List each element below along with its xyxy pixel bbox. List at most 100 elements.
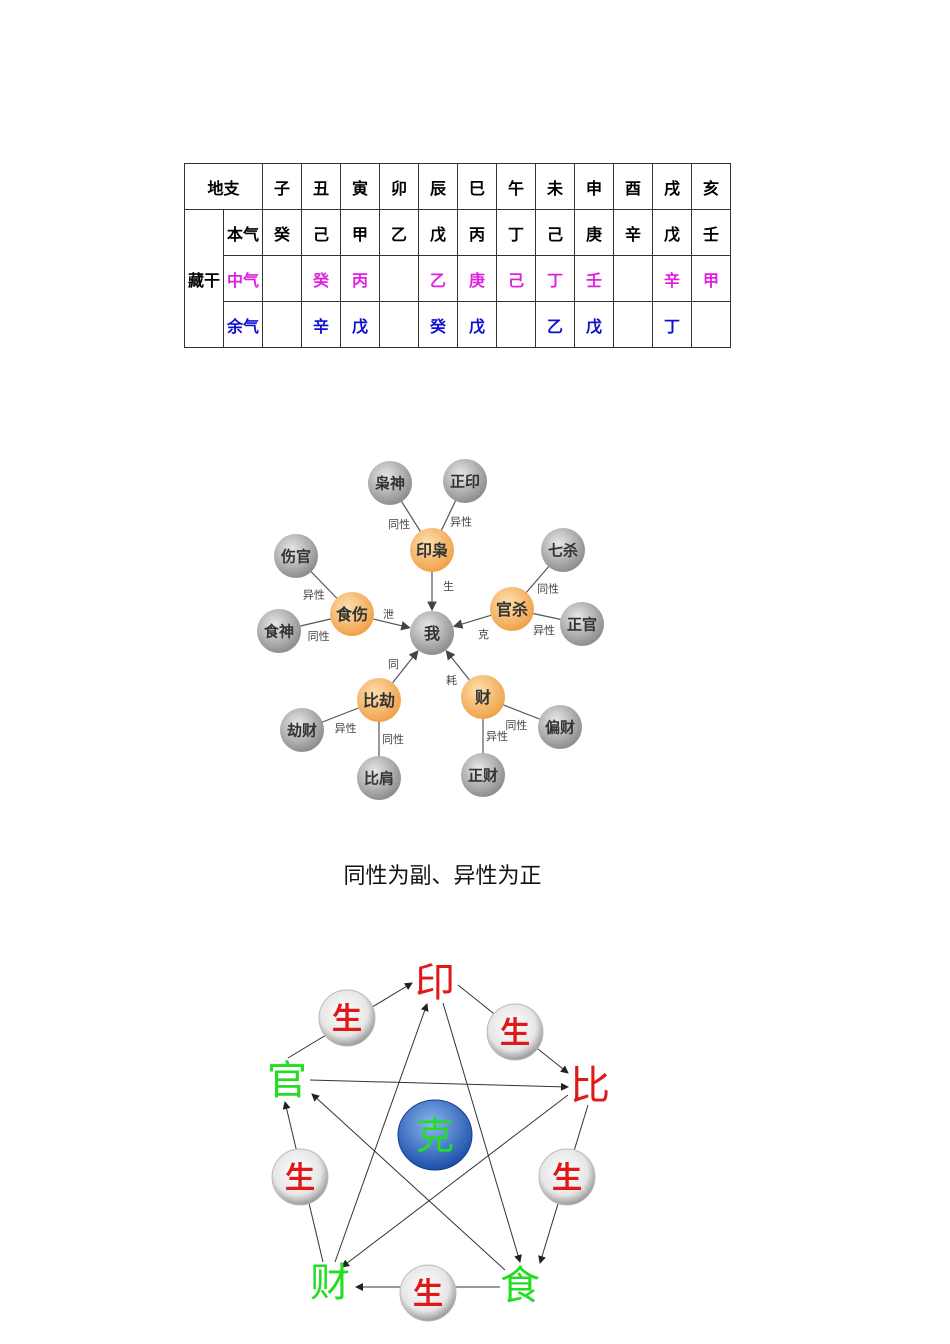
node-bi-label: 比劫: [363, 691, 395, 710]
arrow: [392, 650, 419, 684]
stem-cell: [691, 301, 731, 348]
node-piancai-label: 偏财: [545, 718, 575, 736]
arrow: [445, 650, 470, 681]
row-label: 中气: [223, 255, 263, 302]
edge-label: 同性: [537, 582, 559, 596]
ke-badge: 克: [397, 1099, 473, 1171]
stem-cell: 戊: [652, 209, 692, 256]
node-xiao-label: 枭神: [374, 474, 405, 492]
node-qisha: 七杀: [541, 528, 585, 572]
node-zhengguan: 正官: [560, 602, 604, 646]
arrow: [309, 1079, 569, 1091]
stem-cell: 丁: [535, 255, 575, 302]
table-row: 中气癸丙乙庚己丁壬辛甲: [185, 255, 731, 302]
branch-cell: 亥: [691, 163, 731, 210]
stem-cell: 癸: [262, 209, 302, 256]
stem-cell: 癸: [418, 301, 458, 348]
node-bijian: 比肩: [357, 756, 401, 800]
edge-label: 同性: [382, 732, 404, 746]
arrow: [452, 614, 492, 629]
stem-cell: 乙: [535, 301, 575, 348]
arrow: [334, 1003, 429, 1263]
node-zhengcai: 正财: [461, 753, 505, 797]
edge-label: 同性: [308, 629, 330, 643]
sheng-badge: 生: [271, 1148, 329, 1206]
edge-label: 同性: [388, 517, 410, 531]
stem-cell: 癸: [301, 255, 341, 302]
node-qisha-label: 七杀: [548, 541, 578, 559]
stem-cell: 丙: [457, 209, 497, 256]
node-piancai: 偏财: [538, 705, 582, 749]
header-label: 地支: [184, 163, 263, 210]
arrow: [442, 1002, 522, 1263]
node-cai-label: 财: [474, 688, 491, 707]
edge-label: 异性: [486, 729, 508, 743]
node-jiecai-label: 劫财: [287, 721, 317, 739]
edge-label: 同性: [505, 718, 527, 732]
node-bi: 比劫: [357, 678, 401, 722]
element-guan: 官: [267, 1058, 307, 1104]
stem-cell: 甲: [691, 255, 731, 302]
node-shi-label: 食伤: [335, 605, 368, 624]
branch-cell: 申: [574, 163, 614, 210]
node-shishen: 食神: [257, 609, 301, 653]
edge-label: 异性: [335, 721, 357, 735]
arrow: [341, 1094, 569, 1268]
edge-label: 异性: [303, 588, 325, 602]
node-yin-label: 印枭: [416, 541, 448, 560]
relation-label: 泄: [383, 608, 394, 621]
node-zhengyin-label: 正印: [450, 472, 480, 490]
stem-cell: [379, 301, 419, 348]
node-bijian-label: 比肩: [364, 769, 394, 787]
caption: 同性为副、异性为正: [343, 864, 542, 889]
arrow: [373, 618, 411, 631]
sheng-badge: 生: [318, 989, 376, 1047]
node-yin: 印枭: [410, 528, 454, 572]
stem-cell: 戊: [340, 301, 380, 348]
table-row: 藏干本气癸己甲乙戊丙丁己庚辛戊壬: [184, 209, 731, 348]
node-cai: 财: [461, 675, 505, 719]
table-header-row: 地支 子 丑 寅 卯 辰 巳 午 未 申 酉 戌 亥: [184, 163, 731, 210]
node-me: 我: [410, 611, 454, 655]
sheng-badge: 生: [399, 1264, 457, 1322]
branch-cell: 午: [496, 163, 536, 210]
node-shishen-label: 食神: [264, 622, 294, 640]
node-guan-label: 官杀: [496, 600, 528, 619]
relation-label: 耗: [446, 674, 457, 687]
node-xiao: 枭神: [368, 461, 412, 505]
stem-cell: 己: [496, 255, 536, 302]
node-jiecai: 劫财: [280, 708, 324, 752]
node-shi: 食伤: [330, 592, 374, 636]
branch-cell: 未: [535, 163, 575, 210]
stem-cell: 乙: [418, 255, 458, 302]
row-label: 本气: [223, 209, 263, 256]
element-yin: 印: [415, 960, 455, 1006]
relation-label: 生: [443, 579, 454, 593]
row-label: 余气: [223, 301, 263, 348]
element-cai: 财: [310, 1260, 350, 1306]
node-guan: 官杀: [490, 587, 534, 631]
element-bi: 比: [570, 1063, 610, 1109]
stem-cell: [496, 301, 536, 348]
sheng-label: 生: [500, 1016, 530, 1051]
edge-label: 异性: [533, 623, 555, 637]
stem-cell: 己: [301, 209, 341, 256]
stem-cell: 壬: [691, 209, 731, 256]
stem-cell: 戊: [418, 209, 458, 256]
hidden-stems-table: 地支 子 丑 寅 卯 辰 巳 午 未 申 酉 戌 亥 藏干本气癸己甲乙戊丙丁己庚…: [184, 163, 731, 348]
relation-label: 同: [388, 658, 399, 671]
stem-cell: 戊: [574, 301, 614, 348]
sheng-badge: 生: [486, 1003, 544, 1061]
node-shangguan: 伤官: [274, 534, 318, 578]
edge-label: 异性: [450, 515, 472, 529]
ke-label: 克: [416, 1114, 454, 1158]
table-row: 余气辛戊癸戊乙戊丁: [185, 301, 731, 348]
sheng-label: 生: [552, 1161, 582, 1196]
branch-cell: 巳: [457, 163, 497, 210]
stem-cell: 辛: [613, 209, 653, 256]
branch-cell: 戌: [652, 163, 692, 210]
node-zhengguan-label: 正官: [567, 615, 597, 633]
node-zhengyin: 正印: [443, 459, 487, 503]
sheng-label: 生: [285, 1161, 315, 1196]
